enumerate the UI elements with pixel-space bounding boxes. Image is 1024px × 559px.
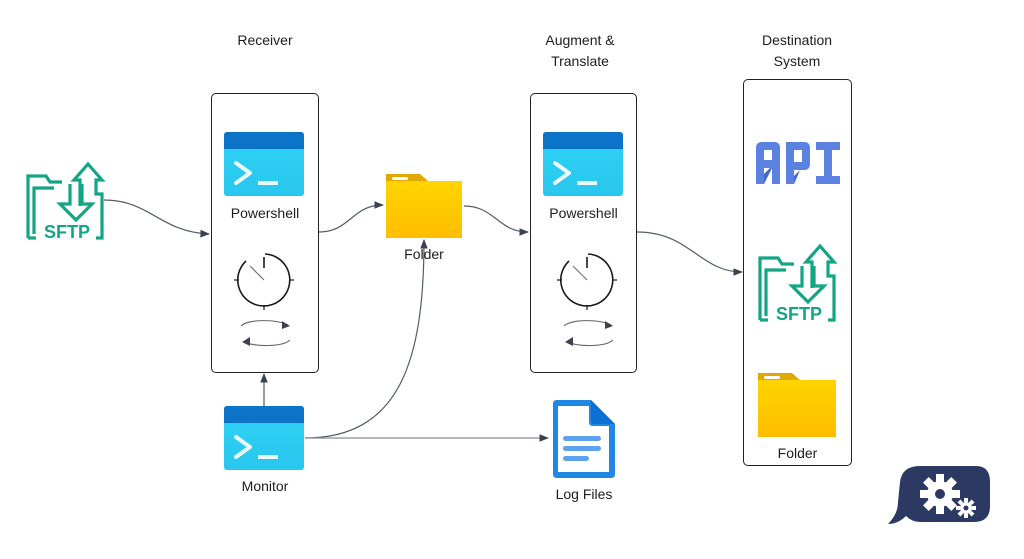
folder-mid-label: Folder	[404, 246, 444, 262]
log-files-label: Log Files	[555, 486, 613, 502]
dest-sftp-node[interactable]: SFTP	[756, 240, 838, 324]
timer-icon	[234, 253, 294, 310]
sftp-text: SFTP	[776, 304, 822, 324]
receiver-title: Receiver	[237, 32, 293, 48]
augment-title-line1: Augment &	[545, 32, 615, 48]
edge-monitor-to-folder	[304, 239, 428, 439]
timer-icon	[557, 253, 617, 310]
destination-title-line1: Destination	[761, 32, 833, 48]
monitor-label: Monitor	[241, 478, 289, 494]
edge-folder-to-augment	[463, 205, 529, 236]
api-icon[interactable]	[754, 140, 842, 186]
sftp-text: SFTP	[44, 222, 90, 242]
receiver-powershell-label: Powershell	[230, 205, 300, 221]
folder-icon[interactable]	[384, 172, 464, 240]
augment-powershell-label: Powershell	[549, 205, 618, 221]
sftp-icon: SFTP	[758, 243, 838, 324]
cycle-icon	[563, 320, 614, 347]
edge-receiver-to-folder	[318, 201, 384, 233]
sftp-icon: SFTP	[26, 161, 106, 242]
augment-powershell-icon[interactable]	[543, 132, 623, 196]
cycle-icon	[240, 320, 291, 347]
folder-icon[interactable]	[756, 371, 838, 439]
source-sftp-node[interactable]: SFTP	[24, 158, 106, 242]
receiver-powershell-icon[interactable]	[224, 132, 304, 196]
dest-folder-label: Folder	[777, 445, 818, 461]
monitor-powershell-icon[interactable]	[224, 406, 304, 470]
augment-title-line2: Translate	[551, 53, 609, 69]
chat-gears-icon	[888, 466, 990, 524]
destination-title-line2: System	[773, 53, 821, 69]
edge-augment-to-destination	[636, 231, 743, 276]
edge-sftp-to-receiver	[103, 199, 210, 238]
document-icon[interactable]	[549, 398, 617, 480]
